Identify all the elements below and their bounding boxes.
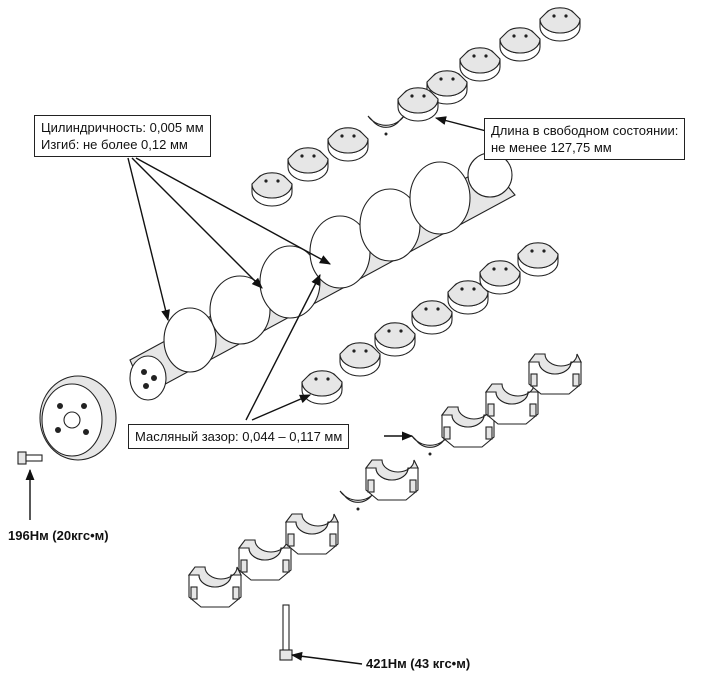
bend-text: Изгиб: не более 0,12 мм [41,137,188,152]
crankshaft-pulley [39,375,117,461]
cylindricity-callout: Цилиндричность: 0,005 мм Изгиб: не более… [34,115,211,157]
pulley-bolt [17,451,43,465]
main-cap-bolt [279,604,293,661]
pulley-bolt-torque: 196Нм (20кгс•м) [8,528,109,543]
upper-bearing-shell-row-second [251,87,439,207]
oil-clearance-callout: Масляный зазор: 0,044 – 0,117 мм [128,424,350,449]
crankshaft [129,152,516,401]
cylindricity-text: Цилиндричность: 0,005 мм [41,120,204,135]
cap-bolt-torque: 421Нм (43 кгс•м) [366,656,471,671]
main-bearing-caps [188,353,582,608]
free-length-value: не менее 127,75 мм [491,140,612,155]
leader-lines [25,116,491,665]
free-length-callout: Длина в свободном состоянии: не менее 12… [484,118,686,160]
oil-clearance-text: Масляный зазор: 0,044 – 0,117 мм [135,429,343,444]
free-length-text: Длина в свободном состоянии: [491,123,679,138]
upper-bearing-shell-row-top [426,7,581,105]
